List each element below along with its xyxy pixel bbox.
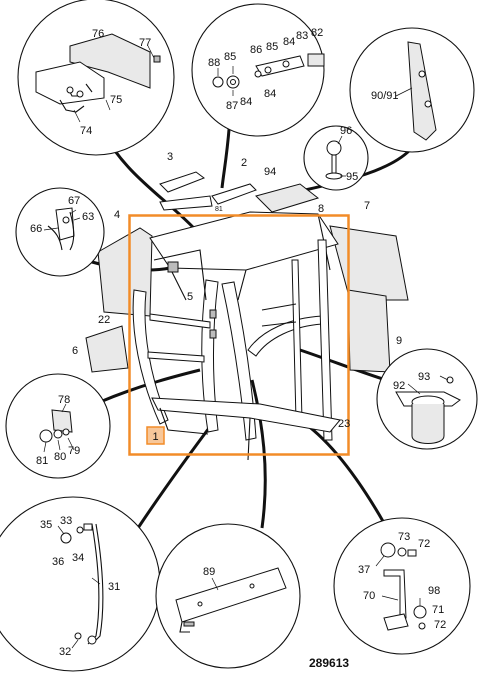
detail-circle-92-93 [376, 348, 478, 450]
label-90-91: 90/91 [371, 90, 399, 102]
label-72b: 72 [434, 619, 446, 631]
label-83: 83 [296, 30, 308, 42]
label-84b: 84 [240, 96, 252, 108]
label-92: 92 [393, 380, 405, 392]
label-67: 67 [68, 195, 80, 207]
label-3: 3 [167, 151, 173, 163]
label-6: 6 [72, 345, 78, 357]
label-81: 81 [215, 206, 223, 213]
label-87: 87 [226, 100, 238, 112]
detail-circle-90-91 [349, 27, 475, 153]
label-8: 8 [318, 203, 324, 215]
label-73: 73 [398, 531, 410, 543]
label-5: 5 [187, 291, 193, 303]
label-63: 63 [82, 211, 94, 223]
label-72a: 72 [418, 538, 430, 550]
label-9: 9 [396, 335, 402, 347]
label-94: 94 [264, 166, 276, 178]
label-81b: 81 [36, 455, 48, 467]
label-33: 33 [60, 515, 72, 527]
detail-circle-82-88 [191, 3, 325, 137]
label-78: 78 [58, 394, 70, 406]
detail-circle-31-36 [0, 496, 161, 672]
label-74: 74 [80, 125, 92, 137]
label-76: 76 [92, 28, 104, 40]
label-75: 75 [110, 94, 122, 106]
label-34: 34 [72, 552, 84, 564]
cab-frame-assembly [85, 171, 409, 461]
label-7: 7 [364, 200, 370, 212]
label-96: 96 [340, 125, 352, 137]
label-37: 37 [358, 564, 370, 576]
detail-circle-89 [155, 523, 301, 669]
label-71: 71 [432, 604, 444, 616]
detail-circle-74-77 [17, 0, 175, 156]
highlight-label-box [146, 426, 165, 445]
label-70: 70 [363, 590, 375, 602]
label-66: 66 [30, 223, 42, 235]
label-2: 2 [241, 157, 247, 169]
label-84a: 84 [283, 36, 295, 48]
label-35: 35 [40, 519, 52, 531]
label-80: 80 [54, 451, 66, 463]
label-88: 88 [208, 57, 220, 69]
label-36: 36 [52, 556, 64, 568]
detail-circle-78-81 [5, 373, 111, 479]
detail-circle-63-67 [15, 187, 105, 277]
label-85: 85 [224, 51, 236, 63]
label-31: 31 [108, 581, 120, 593]
detail-circle-70-98 [333, 517, 471, 655]
highlight-frame [128, 214, 350, 456]
highlight-label: 1 [152, 431, 158, 443]
label-23: 23 [338, 418, 350, 430]
label-84c: 84 [264, 88, 276, 100]
label-77: 77 [139, 37, 151, 49]
label-98: 98 [428, 585, 440, 597]
label-95: 95 [346, 171, 358, 183]
label-93: 93 [418, 371, 430, 383]
detail-circle-95-96 [303, 125, 369, 191]
label-86: 86 [250, 44, 262, 56]
label-89: 89 [203, 566, 215, 578]
document-number: 289613 [309, 656, 349, 670]
label-4: 4 [114, 209, 120, 221]
label-32: 32 [59, 646, 71, 658]
label-79: 79 [68, 445, 80, 457]
label-82: 82 [311, 27, 323, 39]
callout-labels: 76 77 75 74 88 85 86 85 84 83 82 87 84 8… [30, 27, 446, 658]
label-85b: 85 [266, 41, 278, 53]
label-22: 22 [98, 314, 110, 326]
